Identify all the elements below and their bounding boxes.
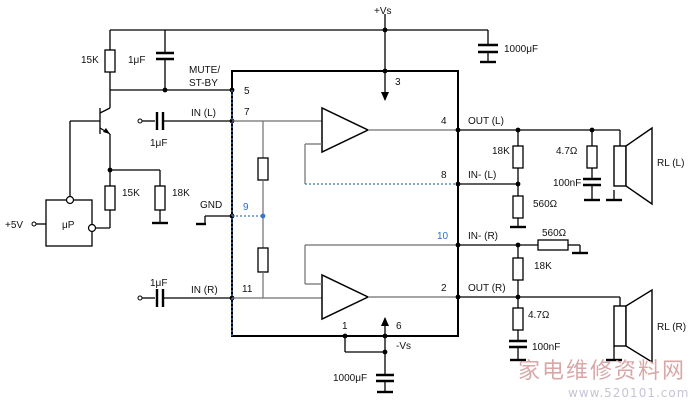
internal-input-network [231,90,322,336]
gnd-label: GND [200,200,222,211]
pin-3-label: 3 [395,77,401,88]
c-in-right-label: 1μF [150,278,167,289]
rl-right-label: RL (R) [657,322,686,333]
pin-11-label: 11 [242,284,253,295]
rl-left-label: RL (L) [657,158,684,169]
pin-2-label: 2 [441,283,447,294]
input-left-path [137,112,235,130]
r-18k-left-label: 18K [172,188,190,199]
c-100nf-l-label: 100nF [553,178,581,189]
output-left-network [458,127,622,229]
mute-label-line2: ST-BY [189,78,218,89]
pin-8-label: 8 [441,170,447,181]
r-560-r-label: 560Ω [542,228,567,239]
capacitor-1000uf-top [478,30,498,64]
up-label: μP [62,220,75,231]
microprocessor [31,195,97,247]
output-right-network [458,239,622,362]
c-100nf-r-label: 100nF [532,342,560,353]
pin-7-label: 7 [244,107,250,118]
mute-label-line1: MUTE/ [189,65,220,76]
pin-9-label: 9 [243,202,249,213]
pin-6-label: 6 [396,321,402,332]
speaker-right [613,288,653,364]
speaker-left [613,126,653,206]
mute-network [104,30,235,93]
positive-supply [110,14,488,101]
pin-5-label: 5 [244,86,250,97]
r-18k-l-label: 18K [492,146,510,157]
out-left-label: OUT (L) [468,116,504,127]
amplifier-right [304,244,458,321]
in-left-label: IN (L) [191,108,216,119]
r-18k-r-label: 18K [534,261,552,272]
out-right-label: OUT (R) [468,283,506,294]
vs-bottom-label: -Vs [396,341,411,352]
negative-supply [342,317,394,394]
switching-transistor [69,90,111,200]
amplifier-left [304,106,458,185]
vs-top-label: +Vs [374,6,392,17]
in-minus-right-label: IN- (R) [468,231,498,242]
c-in-left-label: 1μF [150,138,167,149]
pin-1-label: 1 [342,321,348,332]
r-560-l-label: 560Ω [533,199,558,210]
r-15k-top-label: 15K [81,55,99,66]
in-right-label: IN (R) [191,285,218,296]
r-4-7-l-label: 4.7Ω [556,146,578,157]
in-minus-left-label: IN- (L) [468,170,496,181]
input-right-path [137,289,235,307]
pin-4-label: 4 [441,116,447,127]
pin-10-label: 10 [437,231,449,242]
r-15k-mid-label: 15K [122,188,140,199]
r-4-7-r-label: 4.7Ω [528,310,550,321]
ground-pin [196,213,235,226]
c-1uf-top-label: 1μF [128,55,145,66]
c-1000uf-bottom-label: 1000μF [333,373,367,384]
plus5v-label: +5V [5,220,23,231]
emitter-resistors [92,167,168,229]
watermark-site-name: 家电维修资料网 [518,359,686,384]
c-1000uf-top-label: 1000μF [504,44,538,55]
watermark-url: www.520101.com [568,386,689,400]
